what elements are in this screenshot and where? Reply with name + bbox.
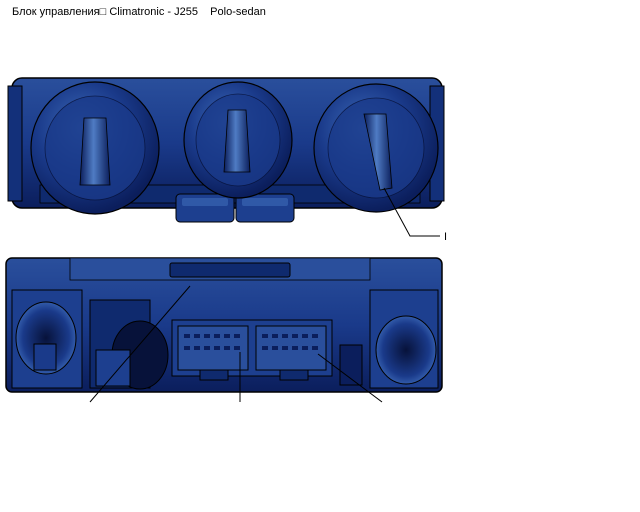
fan-speed-knob <box>183 81 293 199</box>
leader-line-callout-4 <box>317 353 383 403</box>
leader-line-callout-2 <box>89 285 191 403</box>
air-distribution-knob <box>313 83 439 213</box>
rear-panel-view <box>5 257 443 403</box>
front-panel-view <box>7 77 445 237</box>
front-panel-left-bracket <box>7 85 23 202</box>
left-air-duct <box>11 289 83 389</box>
main-connector-block <box>171 319 333 381</box>
rear-panel-top-connector <box>169 262 291 278</box>
temperature-knob <box>30 81 160 215</box>
callout-label-1: I <box>444 231 448 243</box>
front-panel-buttons <box>175 193 295 223</box>
diagram-title: Блок управления□ Climatronic - J255 Polo… <box>12 6 266 18</box>
right-air-duct <box>369 289 439 389</box>
servo-motor-housing <box>89 299 169 390</box>
leader-line-callout-1 <box>383 187 440 237</box>
